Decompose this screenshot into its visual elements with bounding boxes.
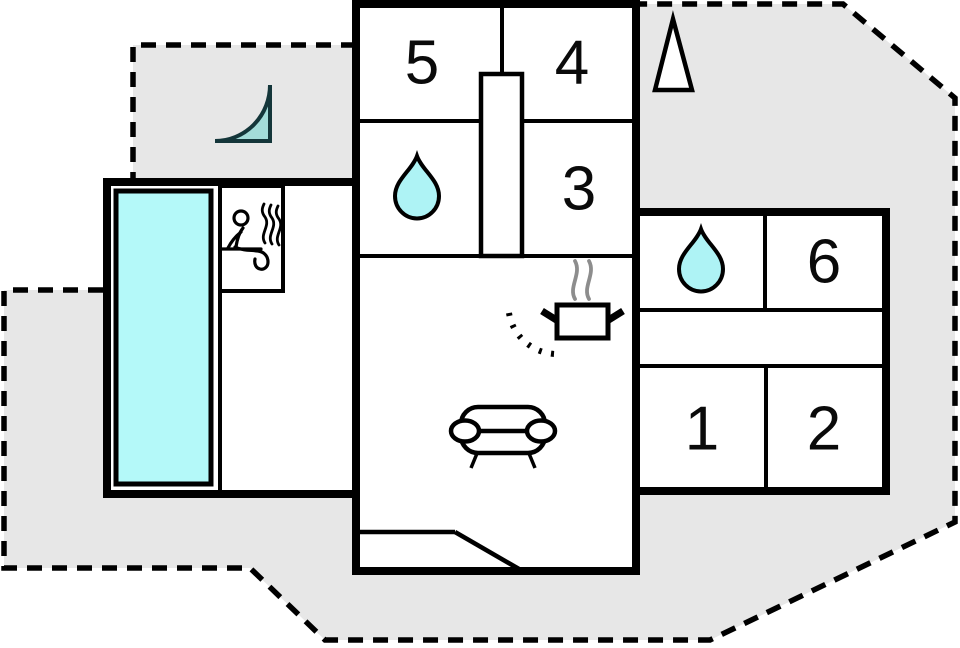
terrace-upper-left [133,45,358,184]
room-label-4: 4 [555,29,589,98]
interior-walls-poolhouse [218,184,285,492]
water-drop-icon [392,150,442,221]
room-label-2: 2 [807,395,841,464]
sauna-steam [260,202,283,247]
terrace-area [4,4,955,640]
room-label-3: 3 [562,155,596,224]
room-label-5: 5 [405,29,439,98]
sofa-icon [448,404,558,469]
stove-dashed-arc [506,312,561,358]
quarter-circle-icon [214,84,272,143]
room-label-1: 1 [685,395,719,464]
water-drop-icon [676,223,726,294]
stove-icon [506,259,625,358]
sauna-room [218,184,285,293]
pool [113,188,214,487]
interior-walls-annex [636,212,886,491]
sauna-icon [219,202,283,271]
chimney-shaft [478,71,525,259]
north-arrow-icon [652,10,695,93]
bedroom-annex [632,208,890,495]
room-label-6: 6 [807,228,841,297]
interior-walls-main [356,4,636,259]
pot [554,302,611,341]
stove-steam [571,259,593,301]
entrance-step-lines [356,529,521,571]
